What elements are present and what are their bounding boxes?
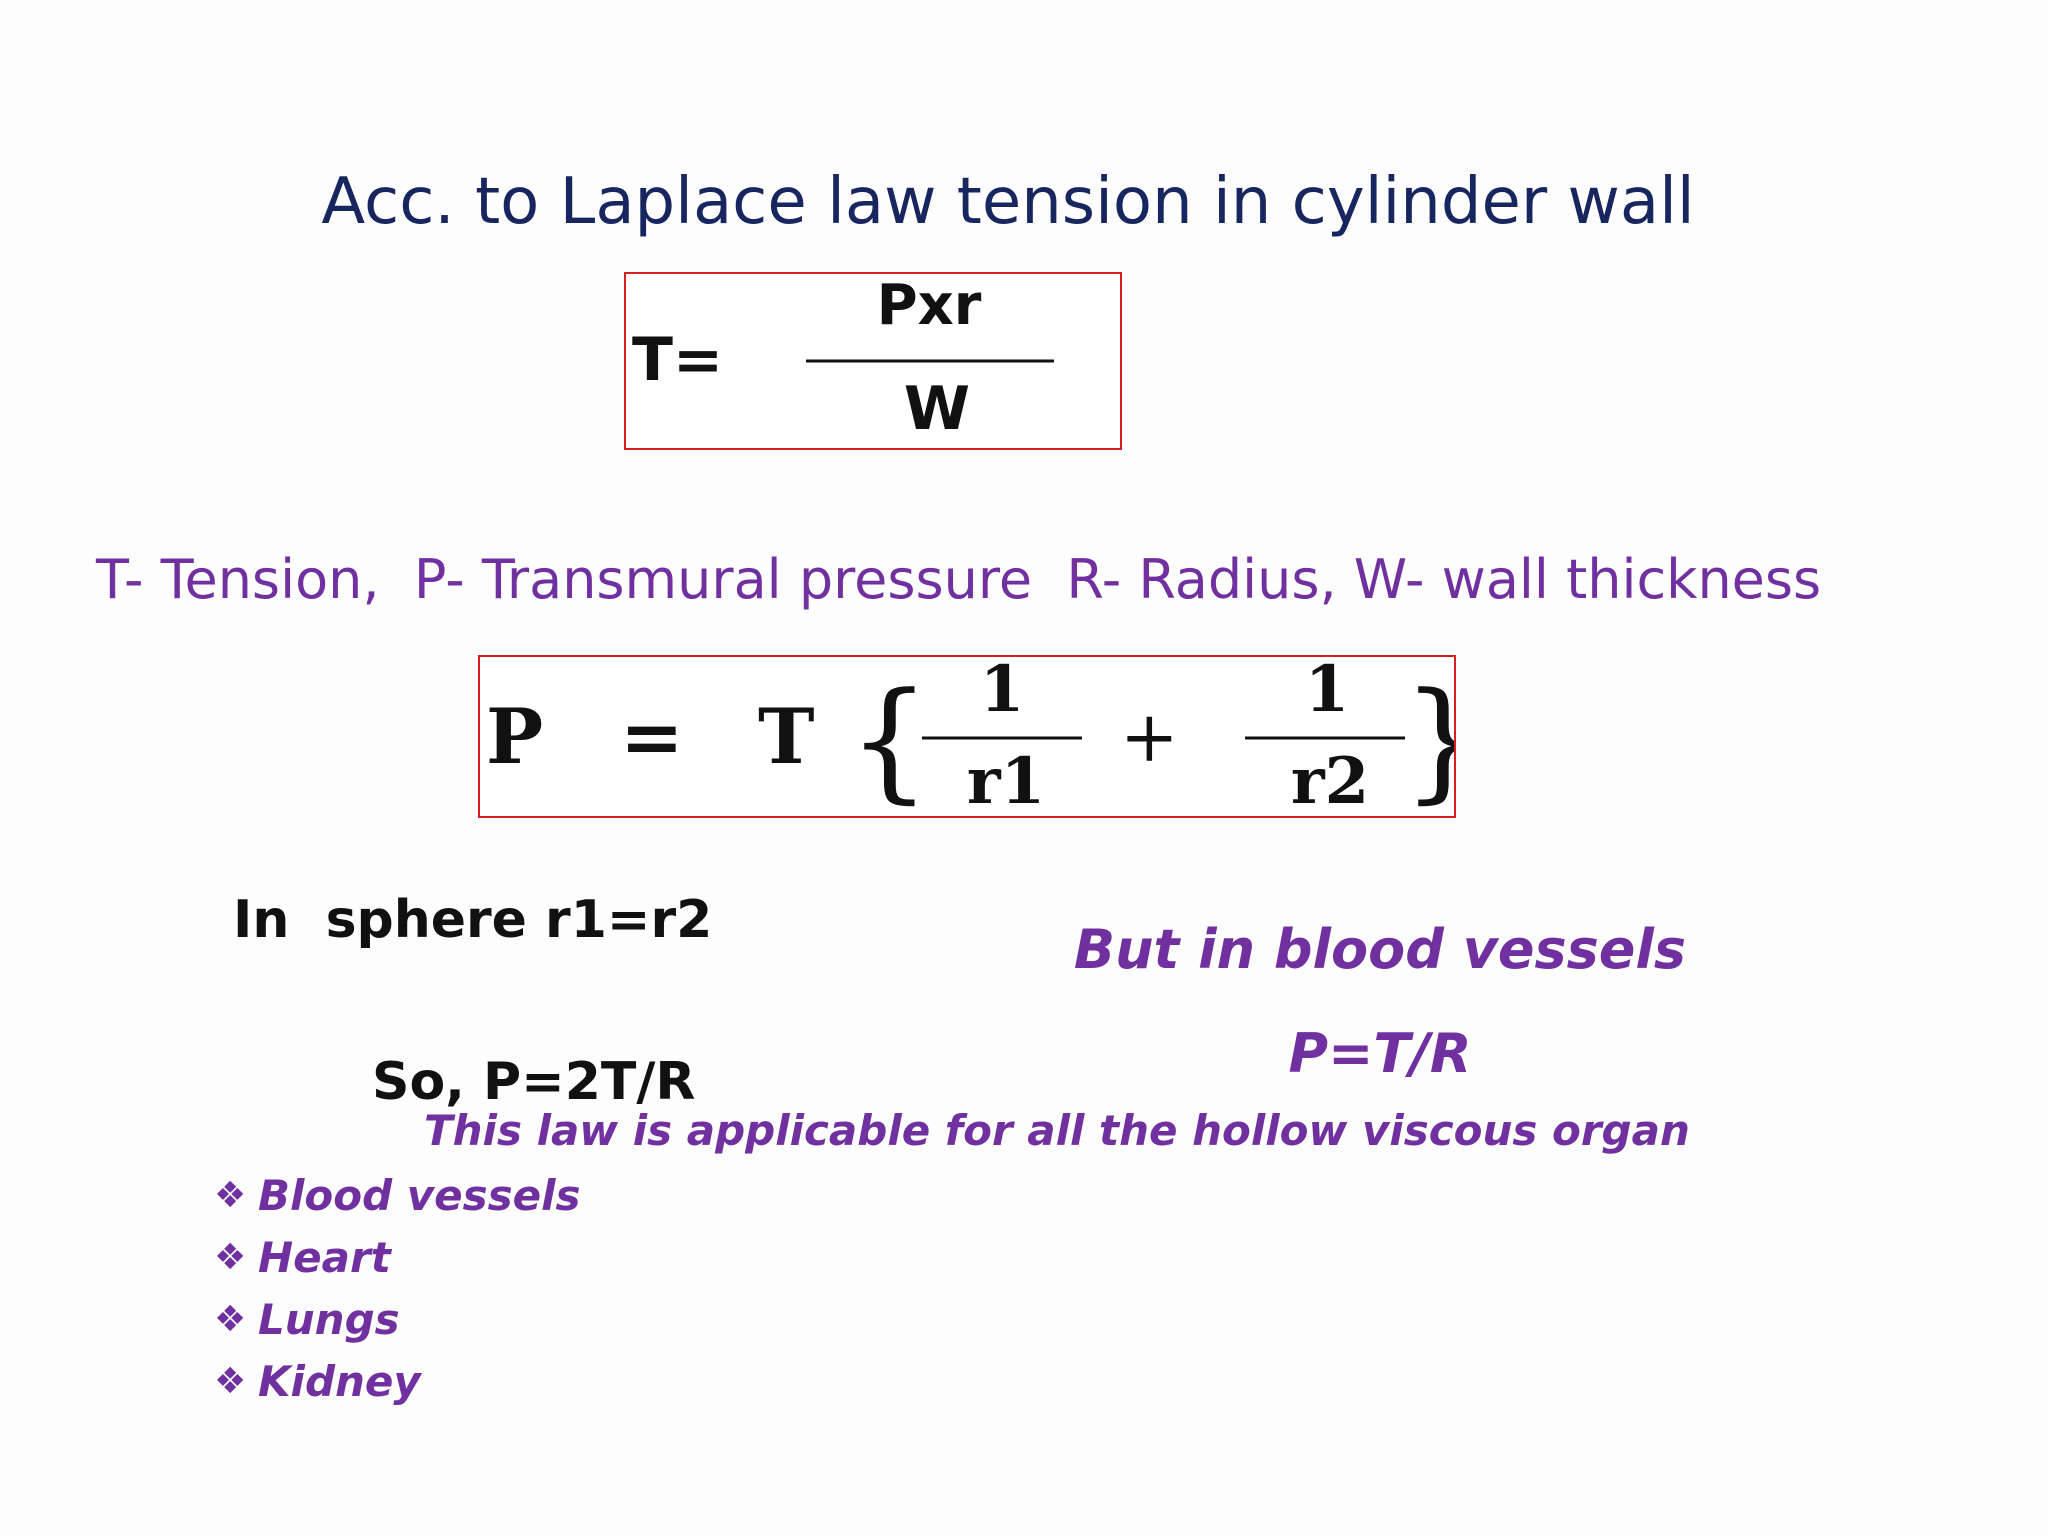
organ-label: Kidney xyxy=(258,1356,421,1406)
blood-vessel-note: But in blood vessels P=T/R xyxy=(1060,898,1700,1106)
pressure-formula-factor: T xyxy=(758,692,815,781)
pressure-formula-den1: r1 xyxy=(967,744,1045,816)
blood-vessel-note-line2: P=T/R xyxy=(1288,1022,1472,1085)
tension-formula-numerator: Pxr xyxy=(877,274,982,338)
pressure-formula-num1: 1 xyxy=(980,657,1025,727)
sphere-condition: In sphere r1=r2 xyxy=(233,890,713,950)
organ-label: Heart xyxy=(258,1232,391,1282)
diamond-bullet-icon: ❖ xyxy=(214,1236,247,1278)
diamond-bullet-icon: ❖ xyxy=(214,1174,247,1216)
diamond-bullet-icon: ❖ xyxy=(214,1298,247,1340)
organ-label: Blood vessels xyxy=(258,1170,581,1220)
tension-formula: T= Pxr W xyxy=(632,273,1054,444)
organ-list: ❖ Blood vessels ❖ Heart ❖ Lungs ❖ Kidney xyxy=(214,1164,581,1412)
organ-label: Lungs xyxy=(258,1294,400,1344)
pressure-formula-open-brace: { xyxy=(848,664,931,816)
pressure-formula-plus: + xyxy=(1120,696,1179,778)
pressure-formula-lhs: P xyxy=(486,692,543,781)
pressure-formula: P = T { 1 r1 + 1 r2 } xyxy=(486,652,1485,819)
pressure-formula-close-brace: } xyxy=(1402,664,1454,816)
list-item: ❖ Kidney xyxy=(214,1350,581,1412)
tension-formula-box: T= Pxr W xyxy=(624,272,1122,450)
diamond-bullet-icon: ❖ xyxy=(214,1360,247,1402)
blood-vessel-note-line1: But in blood vessels xyxy=(1073,918,1687,981)
sphere-result: So, P=2T/R xyxy=(372,1052,696,1112)
applicability-statement: This law is applicable for all the hollo… xyxy=(424,1106,1690,1155)
list-item: ❖ Lungs xyxy=(214,1288,581,1350)
list-item: ❖ Blood vessels xyxy=(214,1164,581,1226)
tension-formula-denominator: W xyxy=(904,374,970,444)
pressure-formula-box: P = T { 1 r1 + 1 r2 } xyxy=(478,652,1485,819)
pressure-formula-equals: = xyxy=(620,692,684,781)
list-item: ❖ Heart xyxy=(214,1226,581,1288)
pressure-formula-den2: r2 xyxy=(1291,744,1369,816)
variable-definitions: T- Tension, P- Transmural pressure R- Ra… xyxy=(96,548,1822,611)
tension-formula-lhs: T= xyxy=(632,325,723,395)
slide-title: Acc. to Laplace law tension in cylinder … xyxy=(321,165,1695,239)
pressure-formula-num2: 1 xyxy=(1305,657,1350,727)
